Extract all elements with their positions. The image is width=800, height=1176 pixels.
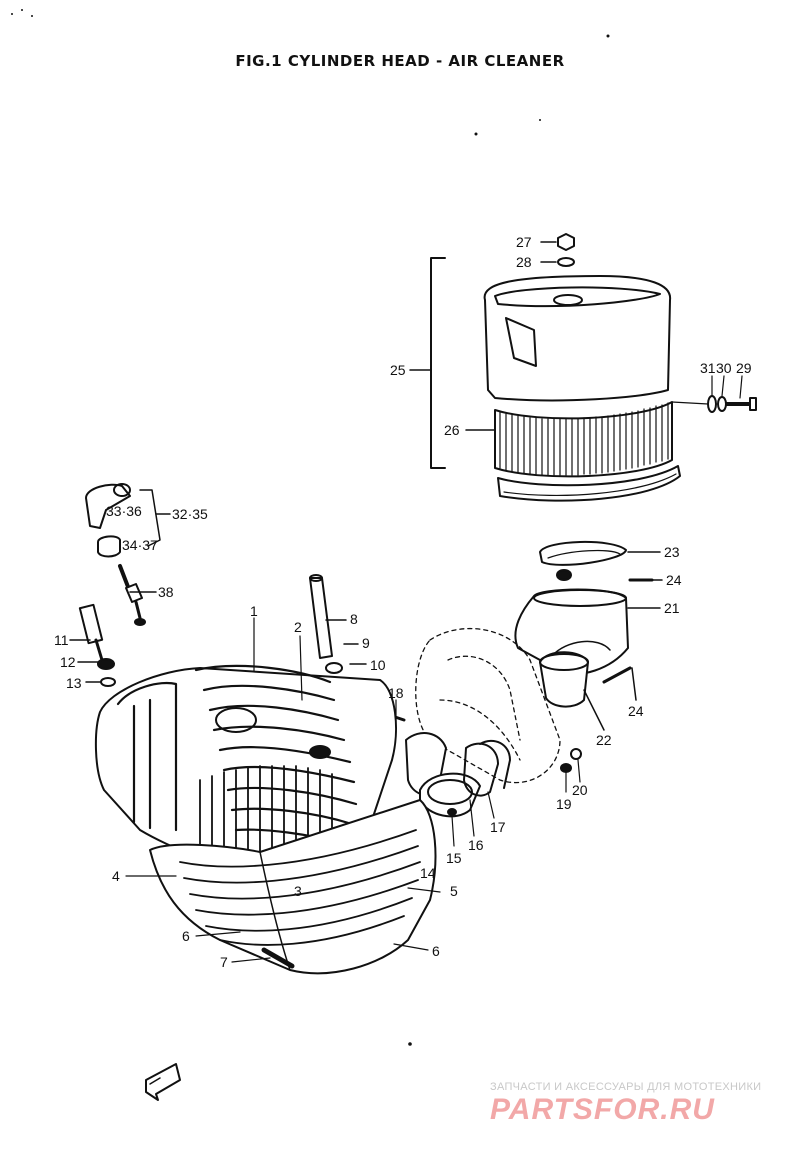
callout-23: 23 bbox=[664, 544, 680, 560]
figure-title: FIG.1 CYLINDER HEAD - AIR CLEANER bbox=[235, 52, 565, 70]
callout-7: 7 bbox=[220, 954, 228, 970]
callout-18: 18 bbox=[388, 685, 404, 701]
cylinder-head-1 bbox=[94, 617, 397, 889]
callout-11: 11 bbox=[54, 632, 69, 648]
callout-5: 5 bbox=[450, 883, 458, 899]
callout-31: 31 bbox=[700, 360, 716, 376]
callout-1: 1 bbox=[250, 603, 258, 619]
callout-22: 22 bbox=[596, 732, 612, 748]
plug-cap-34 bbox=[97, 535, 121, 558]
callout-6-left: 6 bbox=[182, 928, 190, 944]
front-arrow-icon bbox=[145, 1063, 181, 1101]
filter-element-26 bbox=[494, 401, 673, 478]
leader-2 bbox=[299, 635, 303, 701]
callout-14: 14 bbox=[420, 865, 436, 881]
intake-group bbox=[415, 541, 663, 793]
nut-19-icon bbox=[560, 763, 572, 773]
washer-9-icon bbox=[325, 662, 343, 674]
callout-15: 15 bbox=[446, 850, 462, 866]
leader-29 bbox=[739, 375, 743, 399]
callout-10: 10 bbox=[370, 657, 386, 673]
nut-27-icon bbox=[557, 233, 575, 251]
callout-9: 9 bbox=[362, 635, 370, 651]
callout-24-top: 24 bbox=[666, 572, 682, 588]
air-cleaner-base bbox=[497, 465, 681, 502]
stud-11 bbox=[78, 603, 104, 645]
callout-32-35: 32·35 bbox=[172, 506, 208, 522]
leader-20 bbox=[577, 759, 581, 783]
callout-8: 8 bbox=[350, 611, 358, 627]
clamp-band-23 bbox=[539, 541, 627, 566]
stud-11-group bbox=[69, 603, 116, 687]
scan-speckles bbox=[11, 9, 610, 1046]
callout-3: 3 bbox=[294, 883, 302, 899]
air-cleaner-cover-top bbox=[494, 286, 661, 308]
washer-30-icon bbox=[717, 396, 727, 412]
intake-pipe-22 bbox=[539, 651, 589, 708]
spark-plug-38 bbox=[118, 564, 146, 626]
leader-30 bbox=[721, 375, 725, 397]
callout-33-36: 33·36 bbox=[106, 503, 142, 519]
cover-tab bbox=[505, 317, 537, 367]
bolt-29-icon bbox=[724, 397, 757, 411]
carburetor-outline-dashed bbox=[415, 628, 561, 784]
washer-20-icon bbox=[570, 748, 582, 760]
gasket-17 bbox=[479, 739, 511, 789]
callout-17: 17 bbox=[490, 819, 506, 835]
air-cleaner-cover bbox=[483, 275, 672, 402]
air-cleaner-assembly bbox=[409, 233, 757, 502]
callout-20: 20 bbox=[572, 782, 588, 798]
callout-6-right: 6 bbox=[432, 943, 440, 959]
leader-6b bbox=[393, 943, 429, 951]
spark-plug-group bbox=[85, 483, 171, 626]
leader-15 bbox=[451, 815, 455, 847]
stud-7 bbox=[261, 947, 295, 969]
callout-13: 13 bbox=[66, 675, 82, 691]
leader-6a bbox=[195, 931, 241, 937]
nut-12-icon bbox=[97, 658, 115, 670]
leader-22 bbox=[583, 689, 605, 731]
bracket-32-35 bbox=[139, 489, 161, 547]
leader-16 bbox=[469, 799, 475, 837]
washer-28-icon bbox=[557, 257, 575, 267]
stud-8 bbox=[309, 577, 333, 659]
callout-12: 12 bbox=[60, 654, 76, 670]
callout-38: 38 bbox=[158, 584, 174, 600]
washer-13-icon bbox=[100, 677, 116, 687]
callout-29: 29 bbox=[736, 360, 752, 376]
callout-16: 16 bbox=[468, 837, 484, 853]
cover-bolt-boss bbox=[553, 294, 583, 306]
callout-21: 21 bbox=[664, 600, 680, 616]
callout-27: 27 bbox=[516, 234, 532, 250]
leader-5 bbox=[407, 887, 441, 893]
callout-25: 25 bbox=[390, 362, 406, 378]
cylinder-5 bbox=[125, 799, 441, 975]
callout-24-bottom: 24 bbox=[628, 703, 644, 719]
callout-28: 28 bbox=[516, 254, 532, 270]
stud-8-group bbox=[309, 574, 367, 691]
leader-17 bbox=[487, 791, 495, 819]
watermark-subtitle: ЗАПЧАСТИ И АКСЕССУАРЫ ДЛЯ МОТОТЕХНИКИ bbox=[490, 1081, 762, 1093]
leader-24b bbox=[631, 667, 637, 701]
leader-7 bbox=[231, 957, 271, 963]
callout-4: 4 bbox=[112, 868, 120, 884]
callout-19: 19 bbox=[556, 796, 572, 812]
callout-30: 30 bbox=[716, 360, 732, 376]
callout-34-37: 34·37 bbox=[122, 537, 158, 553]
washer-31-icon bbox=[707, 395, 717, 413]
bracket-25 bbox=[430, 257, 446, 469]
insulator-group bbox=[378, 699, 511, 863]
callout-26: 26 bbox=[444, 422, 460, 438]
callout-2: 2 bbox=[294, 619, 302, 635]
watermark-brand: PARTSFOR.RU bbox=[490, 1093, 715, 1126]
